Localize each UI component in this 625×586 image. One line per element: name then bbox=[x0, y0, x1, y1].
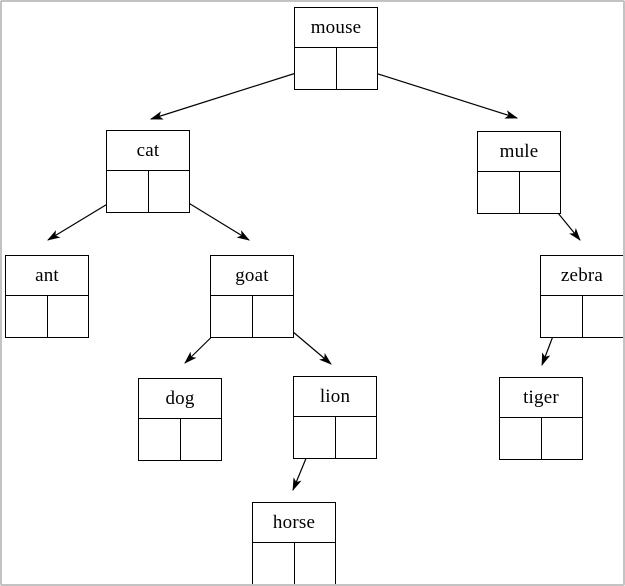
tree-node-pointer-cells bbox=[139, 419, 221, 460]
tree-node-pointer-cells bbox=[6, 296, 88, 337]
right-pointer-cell bbox=[149, 171, 190, 212]
tree-node-pointer-cells bbox=[478, 172, 560, 213]
tree-node-pointer-cells bbox=[211, 296, 293, 337]
tree-node-mouse: mouse bbox=[294, 7, 378, 90]
tree-node-label: ant bbox=[6, 256, 88, 296]
tree-node-pointer-cells bbox=[107, 171, 189, 212]
left-pointer-cell bbox=[139, 419, 181, 460]
right-pointer-cell bbox=[48, 296, 89, 337]
tree-node-cat: cat bbox=[106, 130, 190, 213]
tree-node-ant: ant bbox=[5, 255, 89, 338]
left-pointer-cell bbox=[6, 296, 48, 337]
left-pointer-cell bbox=[294, 417, 336, 458]
tree-node-mule: mule bbox=[477, 131, 561, 214]
right-pointer-cell bbox=[181, 419, 222, 460]
tree-node-pointer-cells bbox=[253, 543, 335, 584]
right-pointer-cell bbox=[336, 417, 377, 458]
left-pointer-cell bbox=[253, 543, 295, 584]
right-pointer-cell bbox=[295, 543, 336, 584]
tree-node-label: mouse bbox=[295, 8, 377, 48]
tree-node-label: mule bbox=[478, 132, 560, 172]
tree-node-pointer-cells bbox=[295, 48, 377, 89]
left-pointer-cell bbox=[478, 172, 520, 213]
left-pointer-cell bbox=[295, 48, 337, 89]
left-pointer-cell bbox=[541, 296, 583, 337]
tree-node-pointer-cells bbox=[294, 417, 376, 458]
right-pointer-cell bbox=[520, 172, 561, 213]
tree-node-pointer-cells bbox=[541, 296, 623, 337]
tree-node-label: horse bbox=[253, 503, 335, 543]
tree-node-label: tiger bbox=[500, 378, 582, 418]
tree-node-pointer-cells bbox=[500, 418, 582, 459]
left-pointer-cell bbox=[211, 296, 253, 337]
tree-node-tiger: tiger bbox=[499, 377, 583, 460]
left-pointer-cell bbox=[107, 171, 149, 212]
right-pointer-cell bbox=[583, 296, 624, 337]
right-pointer-cell bbox=[542, 418, 583, 459]
tree-node-goat: goat bbox=[210, 255, 294, 338]
right-pointer-cell bbox=[253, 296, 294, 337]
tree-node-dog: dog bbox=[138, 378, 222, 461]
tree-node-label: zebra bbox=[541, 256, 623, 296]
left-pointer-cell bbox=[500, 418, 542, 459]
tree-node-label: dog bbox=[139, 379, 221, 419]
right-pointer-cell bbox=[337, 48, 378, 89]
tree-node-horse: horse bbox=[252, 502, 336, 584]
tree-node-lion: lion bbox=[293, 376, 377, 459]
tree-node-label: lion bbox=[294, 377, 376, 417]
tree-node-zebra: zebra bbox=[540, 255, 623, 338]
tree-node-label: cat bbox=[107, 131, 189, 171]
tree-node-label: goat bbox=[211, 256, 293, 296]
